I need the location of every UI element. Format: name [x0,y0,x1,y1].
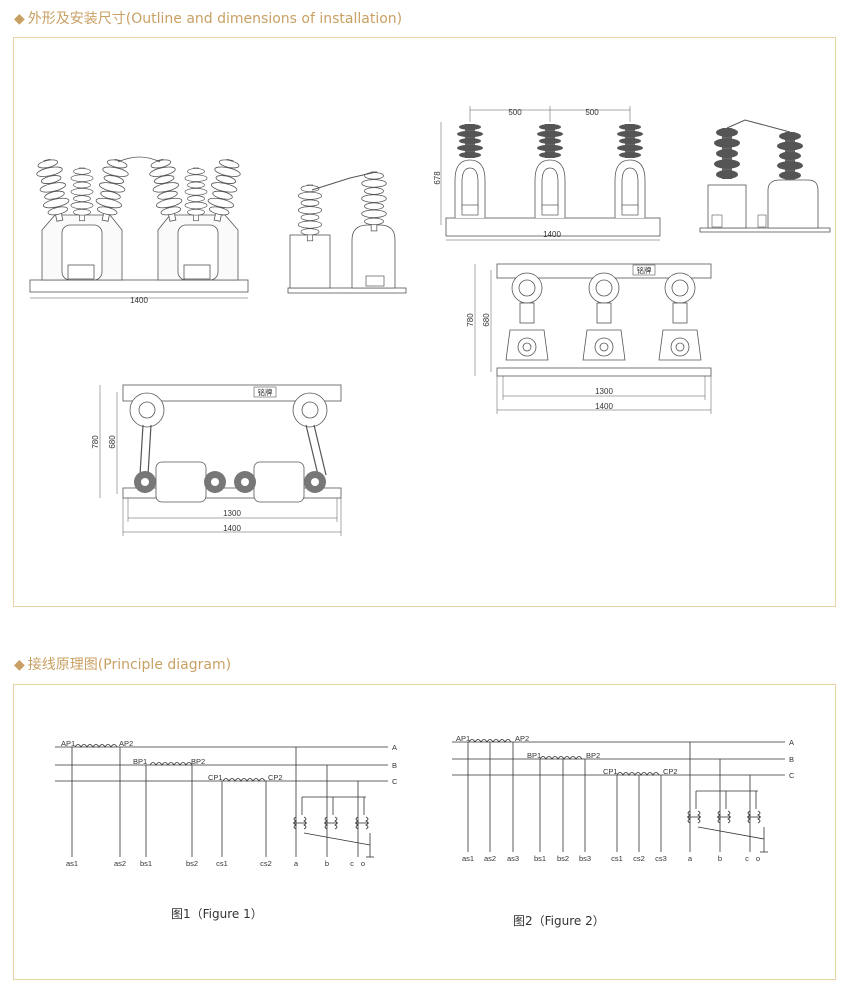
bus-label-c: C [392,777,398,786]
ct-label-bp2: BP2 [586,751,600,760]
dim-top-right-height-outer: 780 [466,313,475,327]
terminal-label: a [294,859,299,868]
terminal-label: as1 [462,854,474,863]
ct-label-ap2: AP2 [119,739,133,748]
terminal-label: bs1 [534,854,546,863]
ct-label-ap1: AP1 [456,734,470,743]
terminal-label: b [718,854,722,863]
dim-top-right-outer-width: 1400 [595,402,613,411]
diamond-icon: ◆ [14,657,25,673]
dim-phase-spacing-1: 500 [508,108,522,117]
terminal-label: as3 [507,854,519,863]
terminal-label: cs2 [633,854,645,863]
dim-top-left-height-outer: 780 [91,435,100,449]
side-view-right [699,119,831,233]
figure1-caption: 图1（Figure 1） [171,907,263,921]
terminal-label: cs2 [260,859,272,868]
dim-top-right-height-inner: 680 [482,313,491,327]
terminal-label: cs1 [216,859,228,868]
principle-section-title: ◆接线原理图(Principle diagram) [14,654,231,674]
bus-label-a: A [392,743,397,752]
terminal-label: bs2 [557,854,569,863]
terminal-label: o [756,854,760,863]
dim-front-right-height: 678 [433,171,442,185]
terminal-label: as2 [484,854,496,863]
terminal-label: bs2 [186,859,198,868]
outline-section-title: ◆外形及安装尺寸(Outline and dimensions of insta… [14,8,402,28]
terminal-label: as1 [66,859,78,868]
terminal-label: c [350,859,354,868]
dim-phase-spacing-2: 500 [585,108,599,117]
dim-top-left-inner-width: 1300 [223,509,241,518]
dim-top-left-outer-width: 1400 [223,524,241,533]
ct-label-cp2: CP2 [268,773,283,782]
ct-label-cp1: CP1 [208,773,223,782]
terminal-label: as2 [114,859,126,868]
terminal-label: bs3 [579,854,591,863]
outline-title-text: 外形及安装尺寸(Outline and dimensions of instal… [27,11,403,27]
terminal-label: o [361,859,365,868]
dim-front-right-width: 1400 [543,230,561,239]
ct-label-cp1: CP1 [603,767,618,776]
figure1-labels: AP1 AP2 BP1 BP2 CP1 CP2 A B C as1 as2 bs… [61,739,398,868]
nameplate-label-right: 铭牌 [637,265,652,275]
terminal-label: a [688,854,693,863]
ct-label-bp1: BP1 [527,751,541,760]
front-view-right [440,106,661,241]
side-view-middle [287,171,407,294]
principle-title-text: 接线原理图(Principle diagram) [27,657,232,673]
bus-label-b: B [392,761,397,770]
ct-label-ap1: AP1 [61,739,75,748]
bus-label-a: A [789,738,794,747]
principle-panel [13,684,836,980]
dim-top-left-height-inner: 680 [108,435,117,449]
dim-top-right-inner-width: 1300 [595,387,613,396]
figure2-wiring [452,739,785,853]
terminal-label: cs1 [611,854,623,863]
bus-label-c: C [789,771,795,780]
ct-label-bp1: BP1 [133,757,147,766]
terminal-label: c [745,854,749,863]
outline-panel [13,37,836,607]
ct-label-ap2: AP2 [515,734,529,743]
terminal-label: bs1 [140,859,152,868]
front-view-left [29,156,249,299]
terminal-label: b [325,859,329,868]
top-view-left: 铭牌 [99,384,342,536]
figure1-wiring [55,744,388,858]
figure2-labels: AP1 AP2 BP1 BP2 CP1 CP2 A B C as1 as2 as… [456,734,795,863]
top-view-right: 铭牌 [474,263,712,414]
terminal-label: cs3 [655,854,667,863]
figure2-caption: 图2（Figure 2） [513,914,605,928]
nameplate-label-left: 铭牌 [258,387,273,397]
dim-front-left-width: 1400 [130,296,148,305]
diamond-icon: ◆ [14,11,25,27]
bus-label-b: B [789,755,794,764]
ct-label-bp2: BP2 [191,757,205,766]
ct-label-cp2: CP2 [663,767,678,776]
